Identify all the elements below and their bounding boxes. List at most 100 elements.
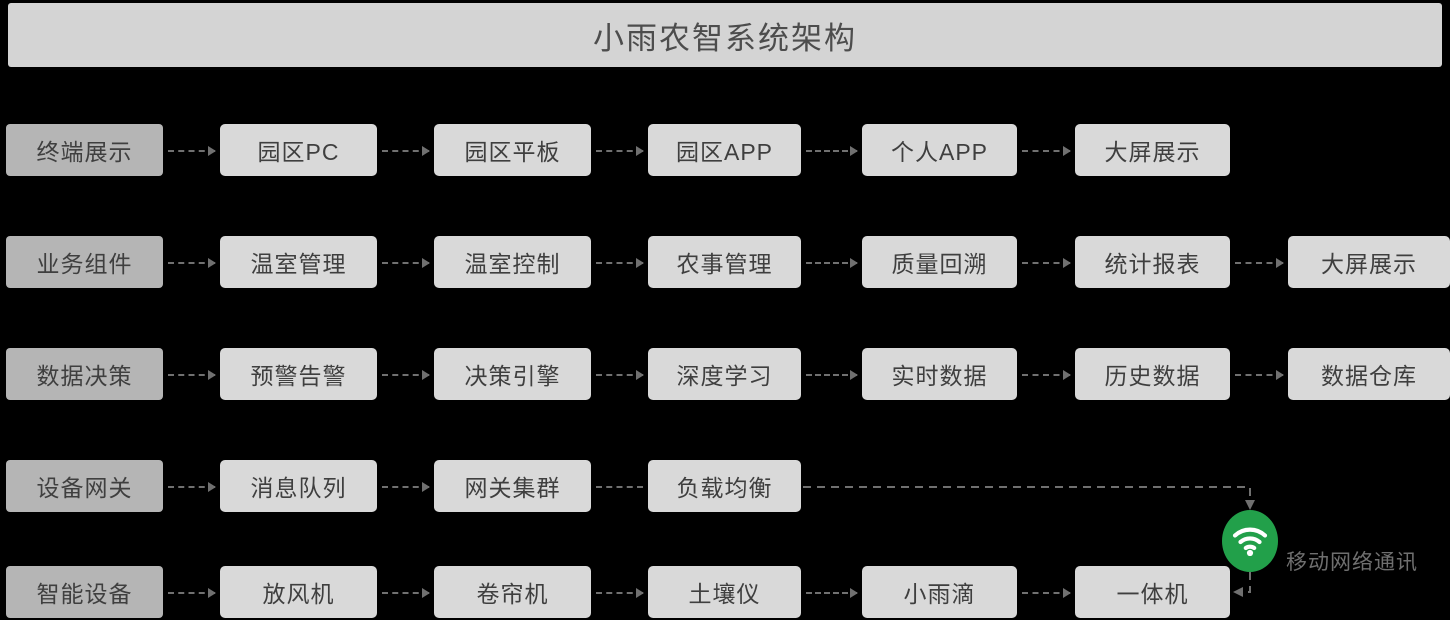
lane-label-terminal-display[interactable]: 终端展示 — [6, 124, 163, 176]
node-smart-device-1[interactable]: 放风机 — [220, 566, 377, 618]
node-device-gateway-3[interactable]: 负载均衡 — [648, 460, 801, 512]
node-smart-device-2[interactable]: 卷帘机 — [434, 566, 591, 618]
connector-arrowhead — [1063, 588, 1071, 598]
node-business-component-3[interactable]: 农事管理 — [648, 236, 801, 288]
connector-arrowhead — [850, 370, 858, 380]
connector-line — [382, 486, 429, 488]
lane-label-data-decision[interactable]: 数据决策 — [6, 348, 163, 400]
connector-data-decision-0 — [168, 370, 216, 380]
node-label: 预警告警 — [250, 363, 347, 389]
connector-smart-device-2 — [596, 588, 644, 598]
lane-label-text: 终端展示 — [36, 139, 133, 165]
node-terminal-display-5[interactable]: 大屏展示 — [1075, 124, 1230, 176]
connector-arrowhead — [422, 588, 430, 598]
node-label: 土壤仪 — [688, 581, 761, 607]
connector-line — [596, 486, 643, 488]
node-smart-device-5[interactable]: 一体机 — [1075, 566, 1230, 618]
node-label: 历史数据 — [1104, 363, 1201, 389]
connector-business-component-0 — [168, 258, 216, 268]
node-data-decision-4[interactable]: 实时数据 — [862, 348, 1017, 400]
connector-business-component-1 — [382, 258, 430, 268]
node-data-decision-2[interactable]: 决策引擎 — [434, 348, 591, 400]
node-terminal-display-1[interactable]: 园区PC — [220, 124, 377, 176]
connector-line — [382, 374, 429, 376]
node-smart-device-4[interactable]: 小雨滴 — [862, 566, 1017, 618]
connector-arrowhead — [1063, 370, 1071, 380]
connector-arrowhead — [422, 146, 430, 156]
lane-label-text: 设备网关 — [36, 475, 133, 501]
node-label: 温室控制 — [464, 251, 561, 277]
node-label: 卷帘机 — [476, 581, 549, 607]
connector-line — [168, 150, 215, 152]
node-device-gateway-2[interactable]: 网关集群 — [434, 460, 591, 512]
node-business-component-1[interactable]: 温室管理 — [220, 236, 377, 288]
node-label: 个人APP — [890, 139, 989, 165]
connector-business-component-2 — [596, 258, 644, 268]
node-label: 数据仓库 — [1321, 363, 1417, 389]
node-terminal-display-4[interactable]: 个人APP — [862, 124, 1017, 176]
connector-device-gateway-1 — [382, 482, 430, 492]
connector-terminal-display-4 — [1022, 146, 1071, 156]
node-data-decision-1[interactable]: 预警告警 — [220, 348, 377, 400]
connector-line — [1022, 374, 1070, 376]
connector-arrowhead — [1063, 258, 1071, 268]
connector-terminal-display-1 — [382, 146, 430, 156]
node-label: 大屏展示 — [1321, 251, 1417, 277]
connector-data-decision-1 — [382, 370, 430, 380]
connector-terminal-display-0 — [168, 146, 216, 156]
node-label: 放风机 — [262, 581, 335, 607]
node-label: 农事管理 — [676, 251, 773, 277]
lane-label-text: 智能设备 — [36, 581, 133, 607]
connector-arrowhead — [636, 146, 644, 156]
node-terminal-display-2[interactable]: 园区平板 — [434, 124, 591, 176]
connector-line — [1022, 592, 1070, 594]
connector-line — [1235, 374, 1283, 376]
connector-arrowhead — [636, 258, 644, 268]
connector-arrowhead — [422, 258, 430, 268]
connector-arrowhead — [636, 588, 644, 598]
node-business-component-4[interactable]: 质量回溯 — [862, 236, 1017, 288]
lane-label-device-gateway[interactable]: 设备网关 — [6, 460, 163, 512]
connector-line — [168, 486, 215, 488]
node-smart-device-3[interactable]: 土壤仪 — [648, 566, 801, 618]
connector-arrowhead — [850, 258, 858, 268]
connector-arrowhead — [208, 482, 216, 492]
connector-arrowhead — [422, 370, 430, 380]
node-label: 决策引擎 — [464, 363, 561, 389]
connector-line — [382, 592, 429, 594]
node-business-component-6[interactable]: 大屏展示 — [1288, 236, 1450, 288]
node-terminal-display-3[interactable]: 园区APP — [648, 124, 801, 176]
connector-arrowhead — [208, 146, 216, 156]
node-label: 网关集群 — [464, 475, 561, 501]
page-title: 小雨农智系统架构 — [593, 20, 857, 56]
node-label: 小雨滴 — [903, 581, 976, 607]
connector-smart-device-0 — [168, 588, 216, 598]
connector-arrowhead — [636, 370, 644, 380]
node-device-gateway-1[interactable]: 消息队列 — [220, 460, 377, 512]
connector-line — [596, 262, 643, 264]
lane-label-smart-device[interactable]: 智能设备 — [6, 566, 163, 618]
connector-device-gateway-0 — [168, 482, 216, 492]
connector-line — [596, 592, 643, 594]
node-business-component-2[interactable]: 温室控制 — [434, 236, 591, 288]
connector-line — [1022, 150, 1070, 152]
connector-line — [168, 262, 215, 264]
node-business-component-5[interactable]: 统计报表 — [1075, 236, 1230, 288]
node-data-decision-6[interactable]: 数据仓库 — [1288, 348, 1450, 400]
node-data-decision-5[interactable]: 历史数据 — [1075, 348, 1230, 400]
page-title-banner: 小雨农智系统架构 — [8, 3, 1442, 67]
connector-terminal-display-2 — [596, 146, 644, 156]
node-label: 园区PC — [257, 139, 340, 165]
node-label: 大屏展示 — [1104, 139, 1201, 165]
connector-line — [382, 262, 429, 264]
connector-line — [806, 592, 857, 594]
wifi-label: 移动网络通讯 — [1286, 550, 1418, 574]
connector-terminal-display-3 — [806, 146, 858, 156]
connector-arrowhead — [850, 588, 858, 598]
connector-device-gateway-2 — [596, 486, 643, 488]
connector-smart-device-1 — [382, 588, 430, 598]
node-data-decision-3[interactable]: 深度学习 — [648, 348, 801, 400]
node-label: 消息队列 — [250, 475, 347, 501]
lane-label-business-component[interactable]: 业务组件 — [6, 236, 163, 288]
